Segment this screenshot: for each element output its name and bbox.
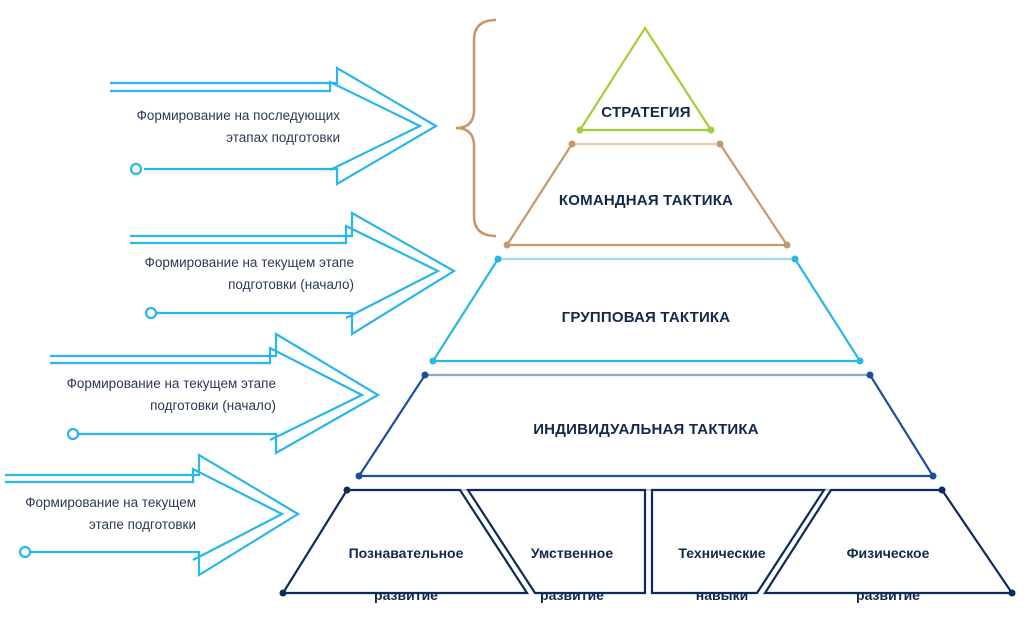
base-cognitive-line2: развитие xyxy=(374,587,438,603)
arrow-3-label-line2: подготовки (начало) xyxy=(150,398,276,413)
arrow-1-label-line2: этапах подготовки xyxy=(226,130,340,145)
arrow-4-label-line2: этапе подготовки xyxy=(88,517,196,532)
base-cognitive-line1: Познавательное xyxy=(348,545,464,561)
tier-group-tactics xyxy=(429,255,864,365)
tier-strategy-label: СТРАТЕГИЯ xyxy=(601,104,691,121)
tier-group-tactics-label: ГРУППОВАЯ ТАКТИКА xyxy=(561,309,731,326)
arrow-1-label: Формирование на последующих этапах подго… xyxy=(100,105,340,149)
base-mental-line2: развитие xyxy=(540,587,604,603)
arrow-4-label-line1: Формирование на текущем xyxy=(25,495,196,510)
tier-individual-tactics-label: ИНДИВИДУАЛЬНАЯ ТАКТИКА xyxy=(533,421,759,438)
arrow-1 xyxy=(110,66,439,186)
arrow-2-label-line1: Формирование на текущем этапе xyxy=(144,255,354,270)
tier-base xyxy=(279,486,1016,597)
base-block-cognitive xyxy=(281,488,530,595)
arrow-4 xyxy=(5,453,301,577)
base-mental-label: Умственное развитие xyxy=(497,522,647,627)
tier-strategy xyxy=(576,25,715,134)
tier-individual-tactics xyxy=(355,371,937,480)
base-physical-label: Физическое развитие xyxy=(813,522,963,627)
arrow-1-label-line1: Формирование на последующих xyxy=(136,108,340,123)
base-mental-line1: Умственное xyxy=(530,545,614,561)
base-physical-line1: Физическое xyxy=(846,545,930,561)
tier-team-tactics xyxy=(503,140,791,249)
base-block-mental xyxy=(465,488,647,595)
pyramid-diagram xyxy=(5,18,1016,597)
base-cognitive-label: Познавательное развитие xyxy=(331,522,481,627)
arrow-2-label-line2: подготовки (начало) xyxy=(228,277,354,292)
base-technical-label: Технические навыки xyxy=(647,522,797,627)
arrow-3-label: Формирование на текущем этапе подготовки… xyxy=(36,373,276,417)
base-technical-line1: Технические xyxy=(678,545,766,561)
arrow-3 xyxy=(50,332,381,455)
arrow-4-label: Формирование на текущем этапе подготовки xyxy=(0,492,196,536)
base-block-technical xyxy=(650,488,827,595)
tier-team-tactics-label: КОМАНДНАЯ ТАКТИКА xyxy=(558,192,734,209)
arrow-2-label: Формирование на текущем этапе подготовки… xyxy=(110,252,354,296)
arrow-3-label-line1: Формирование на текущем этапе xyxy=(66,376,276,391)
base-physical-line2: развитие xyxy=(856,587,920,603)
arrow-2 xyxy=(130,211,457,336)
base-technical-line2: навыки xyxy=(695,587,749,603)
curly-bracket xyxy=(455,18,497,238)
